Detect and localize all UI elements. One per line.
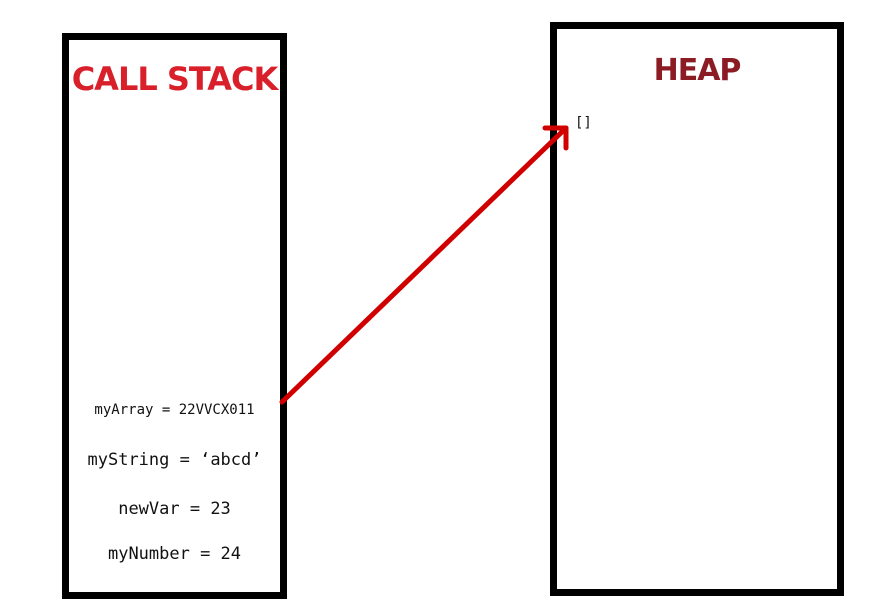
- call-stack-panel: CALL STACK myArray = 22VVCX011 myString …: [62, 33, 287, 599]
- stack-var-mynumber: myNumber = 24: [107, 544, 242, 564]
- stack-var-newvar: newVar = 23: [118, 499, 231, 519]
- stack-var-myarray: myArray = 22VVCX011: [94, 402, 255, 418]
- call-stack-title: CALL STACK: [71, 60, 279, 98]
- reference-arrow-shaft: [279, 125, 569, 405]
- heap-panel: HEAP []: [550, 22, 844, 596]
- heap-array-value: []: [575, 115, 592, 131]
- heap-title: HEAP: [653, 53, 742, 88]
- stack-var-mystring: myString = ‘abcd’: [87, 450, 262, 470]
